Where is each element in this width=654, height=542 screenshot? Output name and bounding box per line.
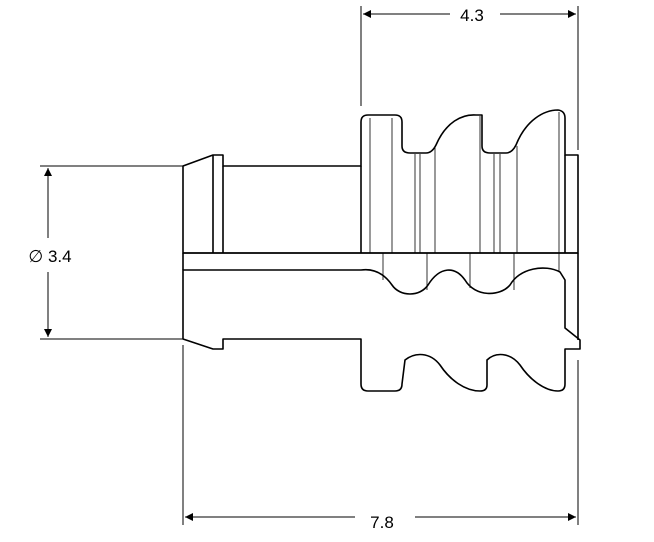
dimension-diameter: ∅ 3.4 (28, 165, 183, 340)
dimension-label-bottom: 7.8 (370, 513, 394, 532)
hatched-section (182, 267, 581, 392)
dimension-top: 4.3 (360, 6, 579, 150)
dimension-bottom: 7.8 (182, 345, 579, 532)
exterior-view-upper-half (182, 109, 579, 254)
dimension-label-diameter: ∅ 3.4 (28, 247, 71, 266)
section-view-lower-half (182, 252, 581, 392)
dimension-label-top: 4.3 (460, 6, 484, 25)
